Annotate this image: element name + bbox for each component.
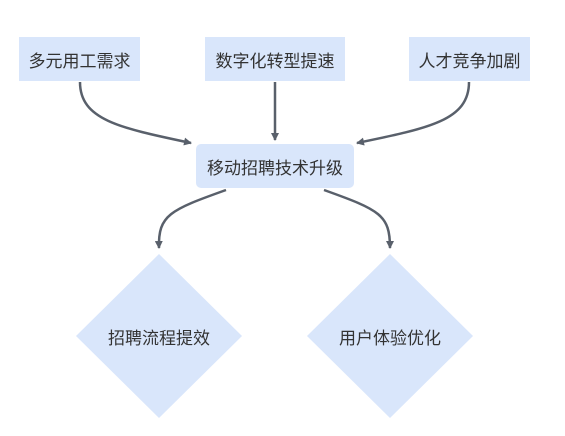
node-talent[interactable]: 人才竞争加剧: [409, 37, 530, 81]
node-demand[interactable]: 多元用工需求: [19, 37, 140, 81]
node-efficiency-diamond[interactable]: [76, 254, 242, 418]
edge-upgrade-to-efficiency: [154, 188, 227, 249]
node-demand-label: 多元用工需求: [28, 51, 131, 72]
node-experience-diamond[interactable]: [307, 254, 473, 418]
node-digital-label: 数字化转型提速: [215, 51, 335, 72]
edge-demand-to-upgrade: [78, 81, 192, 146]
node-upgrade[interactable]: 移动招聘技术升级: [196, 144, 354, 188]
node-upgrade-label: 移动招聘技术升级: [207, 158, 343, 179]
node-digital[interactable]: 数字化转型提速: [205, 37, 345, 81]
node-experience-label: 用户体验优化: [339, 329, 441, 349]
edge-upgrade-to-experience: [323, 188, 394, 249]
node-talent-label: 人才竞争加剧: [418, 51, 521, 72]
edge-talent-to-upgrade: [356, 81, 471, 146]
node-efficiency-label: 招聘流程提效: [108, 329, 210, 349]
